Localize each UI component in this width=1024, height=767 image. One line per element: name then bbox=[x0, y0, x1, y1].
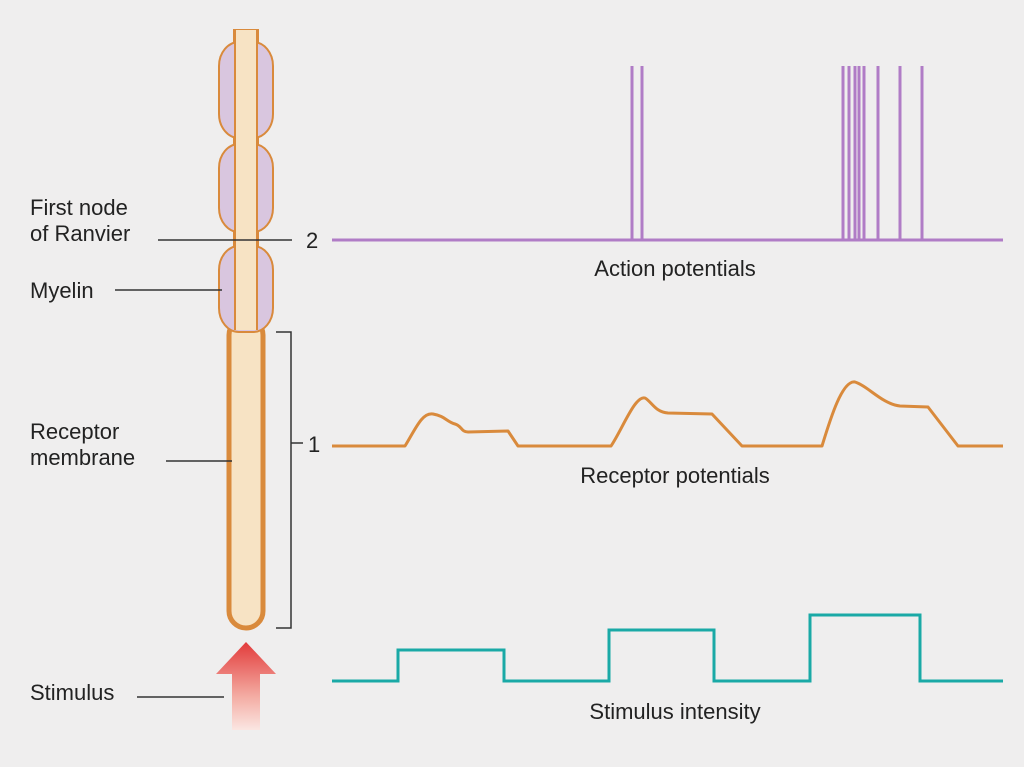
stimulus-label: Stimulus bbox=[30, 680, 115, 705]
receptor-potentials-caption: Receptor potentials bbox=[580, 463, 770, 488]
first-node-label-line2: of Ranvier bbox=[30, 221, 131, 246]
axon-core-inner bbox=[235, 30, 257, 330]
receptor-membrane-label-line2: membrane bbox=[30, 445, 136, 470]
receptor-membrane bbox=[226, 315, 266, 631]
stimulus-arrow bbox=[216, 642, 276, 730]
stimulus-intensity-caption: Stimulus intensity bbox=[589, 699, 761, 724]
myelin-label: Myelin bbox=[30, 278, 94, 303]
stimulus-intensity-trace bbox=[332, 613, 1003, 683]
first-node-label: First node of Ranvier bbox=[30, 195, 130, 247]
site-2-marker: 2 bbox=[306, 228, 319, 253]
action-potentials-caption: Action potentials bbox=[594, 256, 756, 281]
receptor-membrane-label: Receptor membrane bbox=[30, 419, 135, 471]
receptor-potentials-trace bbox=[332, 380, 1003, 448]
receptor-bracket bbox=[276, 331, 292, 629]
first-node-label-line1: First node bbox=[30, 195, 128, 220]
receptor-membrane-label-line1: Receptor bbox=[30, 419, 120, 444]
site-1-marker: 1 bbox=[308, 432, 321, 457]
action-potentials-trace bbox=[332, 66, 1003, 242]
